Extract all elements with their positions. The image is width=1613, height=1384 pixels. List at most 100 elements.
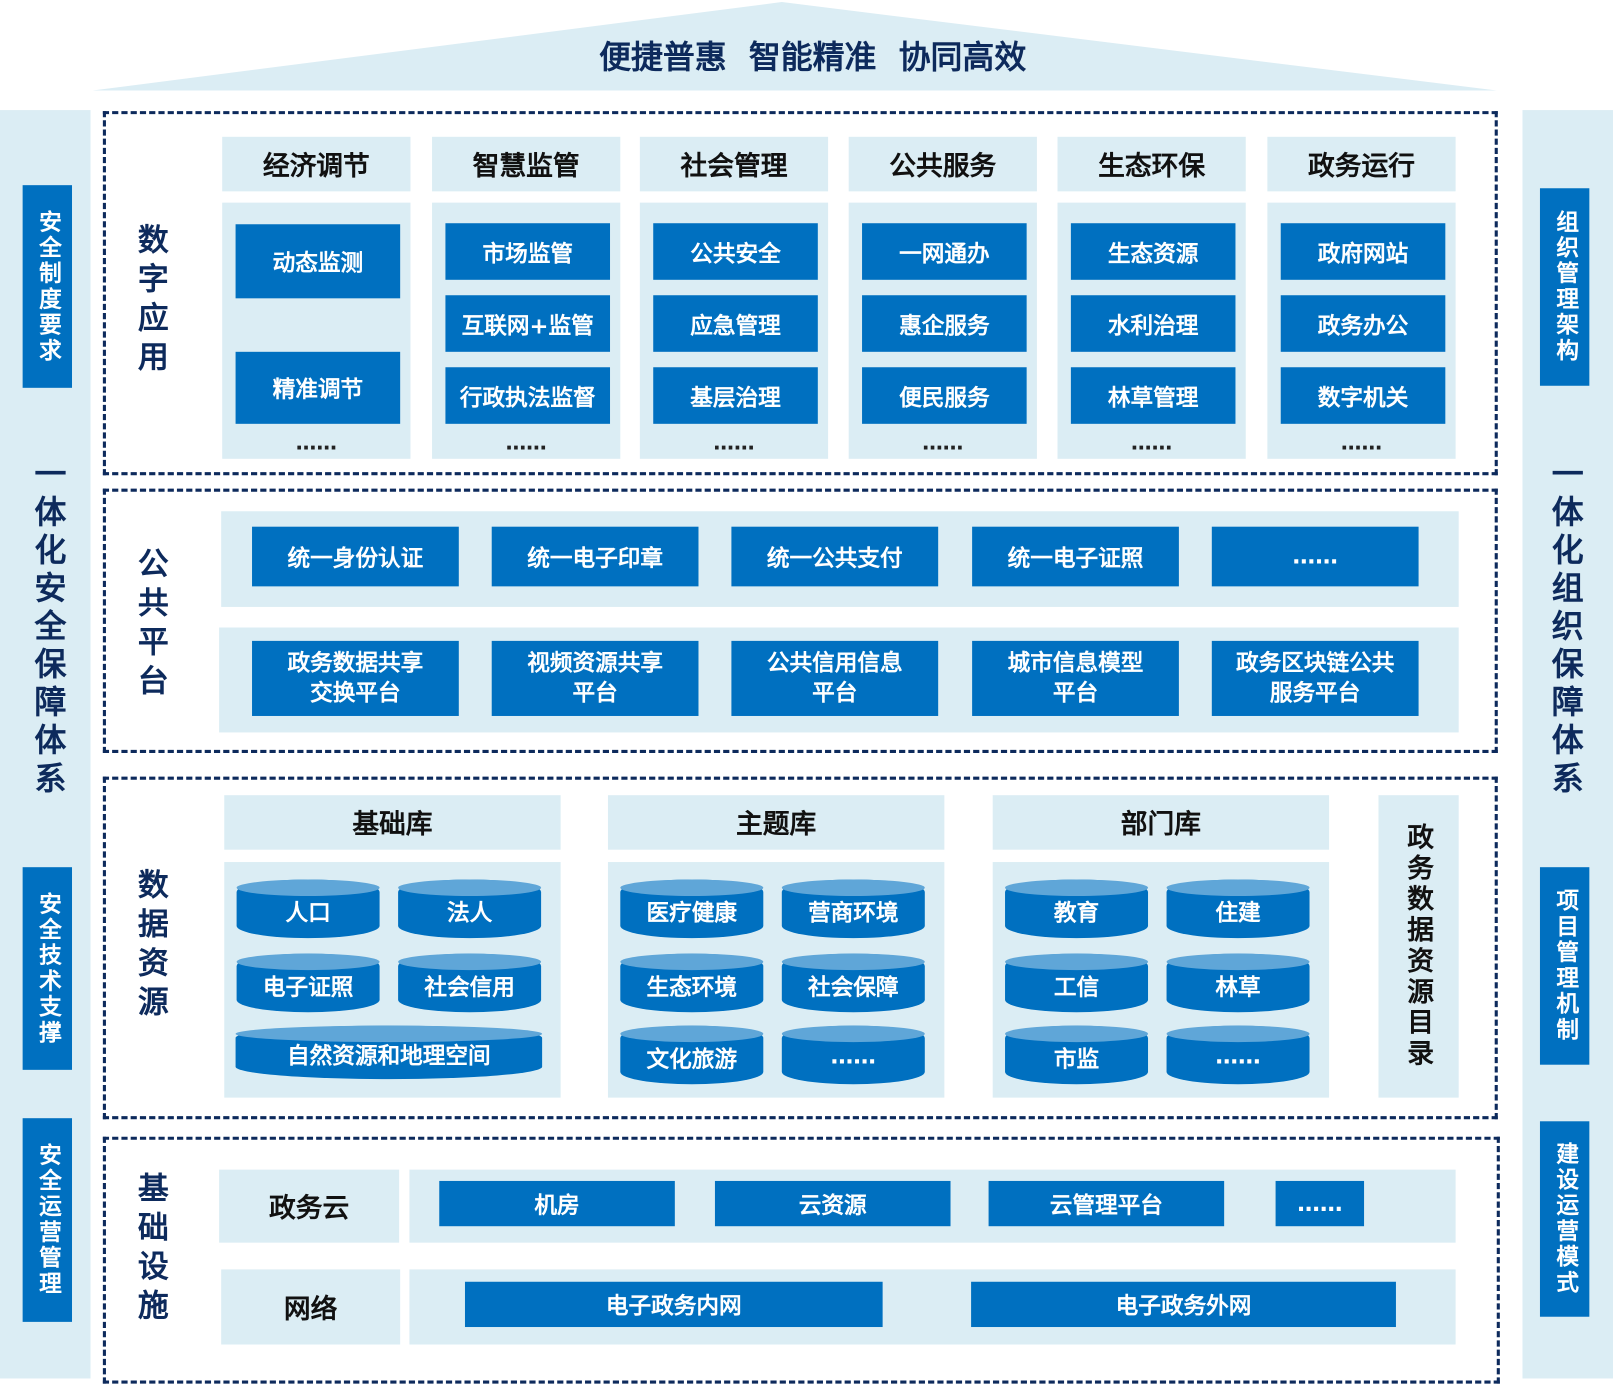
right-side-box: 组织管理架构 (1539, 188, 1590, 386)
database-cylinder: 人口 (236, 879, 380, 939)
section-digital-apps (102, 111, 1498, 476)
database-cylinder: 文化旅游 (620, 1025, 764, 1085)
app-item: 水利治理 (1070, 295, 1236, 352)
database-cylinder: 自然资源和地理空间 (235, 1025, 543, 1080)
left-side-box: 安全技术支撑 (22, 867, 73, 1070)
column-header: 公共服务 (848, 136, 1037, 192)
cloud-item: …… (1275, 1180, 1365, 1227)
database-cylinder: 生态环境 (620, 953, 764, 1013)
platform-item: 政务区块链公共 服务平台 (1211, 640, 1419, 716)
database-cylinder: 市监 (1005, 1025, 1149, 1085)
section-label: 基础设施 (131, 1171, 168, 1329)
database-label: 教育 (1053, 900, 1100, 927)
cloud-item: 云资源 (714, 1180, 951, 1227)
database-cylinder: 教育 (1005, 879, 1149, 939)
section-data-resources (102, 776, 1498, 1120)
app-item: 生态资源 (1070, 223, 1236, 280)
section-label: 公共平台 (131, 546, 168, 704)
cloud-item: 机房 (439, 1180, 675, 1227)
column-header: 社会管理 (639, 136, 829, 192)
column-header: 政务运行 (1267, 136, 1456, 192)
left-main-label: 一体化安全保障体系 (28, 456, 66, 799)
left-side-box: 安全制度要求 (22, 185, 73, 388)
column-header: 智慧监管 (432, 136, 621, 192)
column-header: 经济调节 (222, 136, 411, 192)
app-item: 数字机关 (1280, 367, 1446, 424)
database-cylinder: 住建 (1166, 879, 1310, 939)
platform-item: 城市信息模型 平台 (972, 640, 1179, 716)
database-cylinder: …… (1166, 1025, 1310, 1085)
database-label: 人口 (285, 900, 331, 927)
group-header: 基础库 (224, 795, 561, 850)
database-label: …… (830, 1044, 876, 1070)
app-item: 精准调节 (235, 351, 401, 424)
platform-item: …… (1211, 526, 1419, 587)
app-item: 惠企服务 (862, 295, 1027, 352)
database-cylinder: 社会保障 (781, 953, 925, 1013)
app-item: 应急管理 (653, 295, 818, 352)
platform-item: 统一身份认证 (252, 526, 459, 587)
platform-item: 政务数据共享 交换平台 (252, 640, 459, 716)
app-item: 政府网站 (1280, 223, 1446, 280)
more-indicator: …… (1340, 429, 1383, 455)
database-label: 工信 (1053, 974, 1100, 1001)
database-label: 营商环境 (808, 900, 899, 927)
platform-item: 视频资源共享 平台 (491, 640, 699, 716)
slogan-title: 便捷普惠 智能精准 协同高效 (599, 39, 1027, 77)
app-item: 基层治理 (653, 367, 818, 424)
database-cylinder: 林草 (1166, 953, 1310, 1013)
platform-item: 统一公共支付 (731, 526, 939, 587)
app-item: 市场监管 (445, 223, 611, 280)
database-label: 林草 (1215, 974, 1261, 1001)
more-indicator: …… (505, 429, 547, 455)
group-header: 部门库 (992, 795, 1330, 850)
database-label: 自然资源和地理空间 (286, 1044, 491, 1070)
network-item: 电子政务内网 (464, 1281, 883, 1328)
more-indicator: …… (295, 429, 337, 455)
database-cylinder: 法人 (398, 879, 542, 939)
left-side-box: 安全运营管理 (22, 1118, 73, 1322)
section-label: 数据资源 (131, 868, 168, 1025)
network-item: 电子政务外网 (971, 1281, 1396, 1328)
network-label: 网络 (221, 1269, 401, 1345)
database-label: 市监 (1053, 1046, 1100, 1073)
data-catalog: 政务数据资源目录 (1378, 795, 1459, 1098)
platform-item: 公共信用信息 平台 (731, 640, 939, 716)
app-item: 公共安全 (653, 223, 818, 280)
column-header: 生态环保 (1057, 136, 1246, 192)
cloud-label: 政务云 (219, 1169, 400, 1243)
right-main-label: 一体化组织保障体系 (1545, 456, 1583, 799)
app-item: 便民服务 (862, 367, 1027, 424)
database-cylinder: 工信 (1005, 953, 1149, 1013)
more-indicator: …… (713, 429, 755, 455)
database-label: 法人 (446, 900, 493, 927)
right-side-box: 项目管理机制 (1539, 867, 1590, 1065)
roof-shape (92, 2, 1497, 91)
database-label: 电子证照 (262, 974, 354, 1001)
database-label: 医疗健康 (646, 900, 738, 927)
group-header: 主题库 (607, 795, 945, 850)
app-item: 林草管理 (1070, 367, 1236, 424)
database-cylinder: 社会信用 (398, 953, 542, 1013)
database-label: 文化旅游 (646, 1046, 738, 1073)
database-cylinder: 营商环境 (781, 879, 925, 939)
app-item: 动态监测 (235, 224, 401, 299)
section-label: 数字应用 (131, 222, 168, 380)
app-item: 一网通办 (862, 223, 1027, 280)
platform-item: 统一电子印章 (491, 526, 699, 587)
more-indicator: …… (922, 429, 964, 455)
database-cylinder: 医疗健康 (620, 879, 764, 939)
database-label: 社会保障 (808, 974, 899, 1001)
section-public-platform (102, 488, 1498, 754)
app-item: 互联网+监管 (445, 295, 611, 352)
right-side-box: 建设运营模式 (1539, 1121, 1590, 1317)
database-cylinder: …… (781, 1025, 925, 1085)
database-label: 社会信用 (424, 974, 515, 1001)
cloud-item: 云管理平台 (988, 1180, 1225, 1227)
database-cylinder: 电子证照 (236, 953, 380, 1013)
database-label: …… (1215, 1044, 1261, 1070)
more-indicator: …… (1131, 429, 1173, 455)
app-item: 政务办公 (1280, 295, 1446, 352)
database-label: 生态环境 (646, 974, 738, 1001)
